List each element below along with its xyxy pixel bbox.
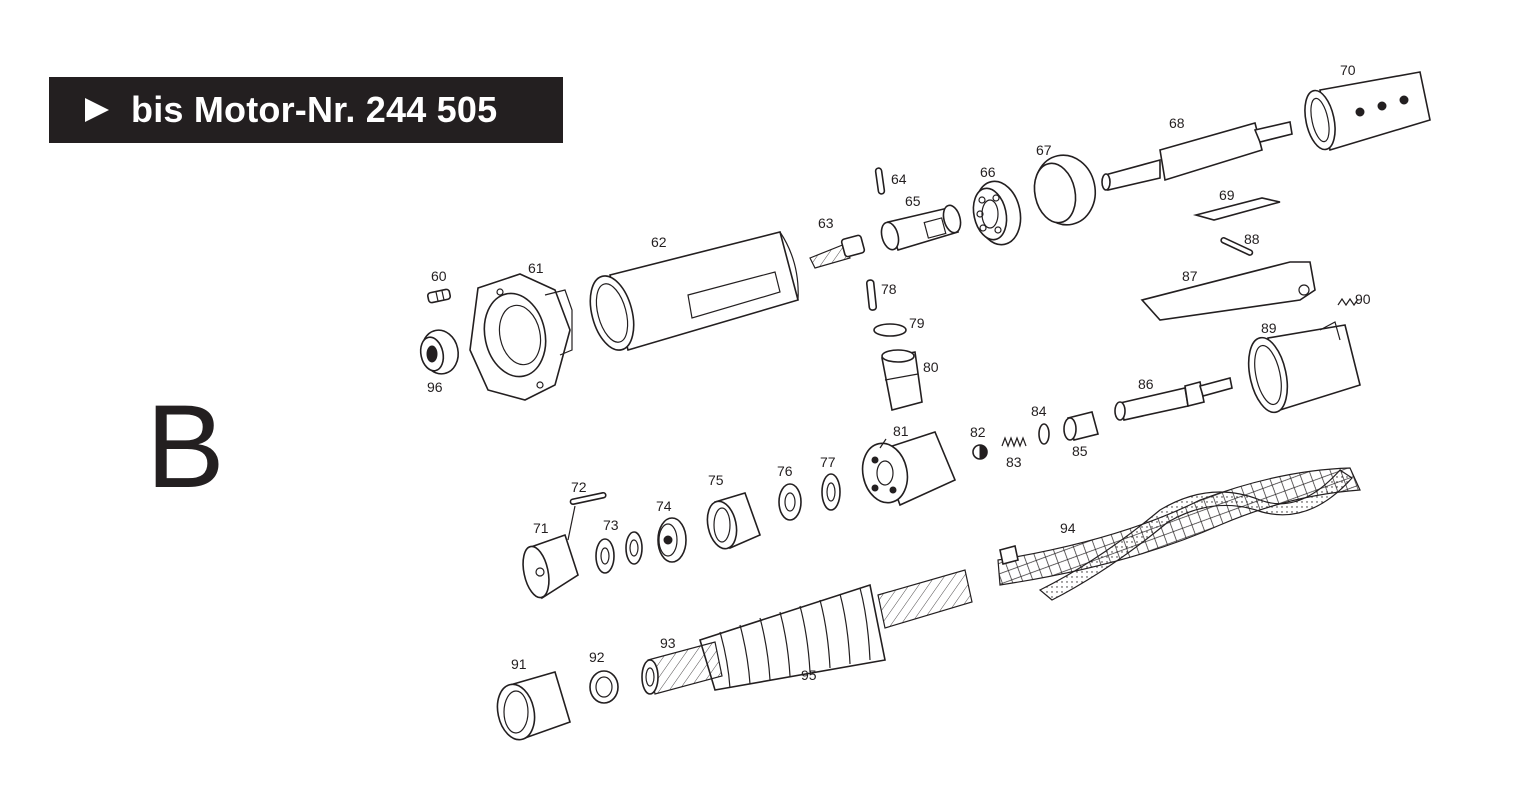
part-61-flange-housing bbox=[469, 273, 573, 401]
label-90: 90 bbox=[1355, 291, 1371, 307]
label-61: 61 bbox=[528, 260, 544, 276]
part-93-inner-hose bbox=[641, 641, 723, 695]
part-77-washer bbox=[821, 473, 841, 511]
label-87: 87 bbox=[1182, 268, 1198, 284]
label-64: 64 bbox=[891, 171, 907, 187]
label-88: 88 bbox=[1244, 231, 1260, 247]
part-78-pin bbox=[865, 279, 878, 311]
label-75: 75 bbox=[708, 472, 724, 488]
label-70: 70 bbox=[1340, 62, 1356, 78]
label-95: 95 bbox=[801, 667, 817, 683]
part-68-rotor-shaft bbox=[1101, 121, 1293, 191]
part-labels: 60 61 62 63 64 65 66 67 68 69 70 71 72 7… bbox=[427, 62, 1371, 683]
label-69: 69 bbox=[1219, 187, 1235, 203]
part-69-vane bbox=[1192, 197, 1281, 221]
label-73: 73 bbox=[603, 517, 619, 533]
label-81: 81 bbox=[893, 423, 909, 439]
label-65: 65 bbox=[905, 193, 921, 209]
label-83: 83 bbox=[1006, 454, 1022, 470]
part-75-clip-sleeve bbox=[706, 492, 762, 550]
label-77: 77 bbox=[820, 454, 836, 470]
part-92-clip bbox=[589, 670, 619, 704]
label-93: 93 bbox=[660, 635, 676, 651]
label-86: 86 bbox=[1138, 376, 1154, 392]
part-80-piston bbox=[881, 349, 923, 411]
part-81-valve-housing bbox=[861, 431, 957, 507]
label-66: 66 bbox=[980, 164, 996, 180]
part-71-end-cap bbox=[522, 533, 579, 600]
part-79-o-ring bbox=[873, 323, 907, 337]
label-74: 74 bbox=[656, 498, 672, 514]
part-84-o-ring bbox=[1038, 423, 1050, 445]
part-88-pin bbox=[1220, 237, 1254, 256]
part-62-motor-tube bbox=[589, 231, 799, 352]
label-80: 80 bbox=[923, 359, 939, 375]
label-94: 94 bbox=[1060, 520, 1076, 536]
label-91: 91 bbox=[511, 656, 527, 672]
label-96: 96 bbox=[427, 379, 443, 395]
section-letter: B bbox=[146, 381, 225, 513]
banner-text: bis Motor-Nr. 244 505 bbox=[131, 89, 498, 130]
part-94-braided-hose bbox=[997, 467, 1361, 601]
play-triangle-icon bbox=[85, 98, 109, 122]
label-82: 82 bbox=[970, 424, 986, 440]
part-85-nut bbox=[1063, 411, 1099, 441]
part-66-ball-bearing bbox=[972, 180, 1022, 246]
label-67: 67 bbox=[1036, 142, 1052, 158]
part-95-spiral-guard bbox=[699, 569, 973, 691]
label-72: 72 bbox=[571, 479, 587, 495]
part-87-lever bbox=[1140, 261, 1316, 321]
part-64-pin bbox=[874, 167, 886, 195]
part-72-pin bbox=[569, 491, 607, 506]
label-79: 79 bbox=[909, 315, 925, 331]
label-84: 84 bbox=[1031, 403, 1047, 419]
part-60-screw bbox=[426, 288, 452, 304]
part-65-sleeve bbox=[880, 204, 962, 251]
label-78: 78 bbox=[881, 281, 897, 297]
label-76: 76 bbox=[777, 463, 793, 479]
label-85: 85 bbox=[1072, 443, 1088, 459]
part-90-spring bbox=[1337, 297, 1359, 307]
part-89-housing bbox=[1247, 321, 1361, 414]
label-71: 71 bbox=[533, 520, 549, 536]
part-76-washer bbox=[778, 483, 802, 521]
part-96-bearing bbox=[419, 329, 459, 375]
leader-lines bbox=[567, 438, 887, 541]
part-86-valve-shaft bbox=[1114, 377, 1233, 421]
part-67-ring bbox=[1033, 154, 1097, 226]
motor-number-banner: bis Motor-Nr. 244 505 bbox=[49, 77, 563, 143]
label-68: 68 bbox=[1169, 115, 1185, 131]
part-82-ball bbox=[972, 444, 988, 460]
label-63: 63 bbox=[818, 215, 834, 231]
label-60: 60 bbox=[431, 268, 447, 284]
part-91-coupling bbox=[496, 671, 571, 741]
part-83-spring bbox=[1001, 436, 1027, 448]
label-92: 92 bbox=[589, 649, 605, 665]
label-89: 89 bbox=[1261, 320, 1277, 336]
part-73-washers bbox=[595, 531, 643, 574]
label-62: 62 bbox=[651, 234, 667, 250]
part-74-bearing bbox=[657, 517, 687, 563]
part-70-cylinder bbox=[1304, 71, 1431, 152]
part-63-worm-screw bbox=[809, 234, 866, 269]
